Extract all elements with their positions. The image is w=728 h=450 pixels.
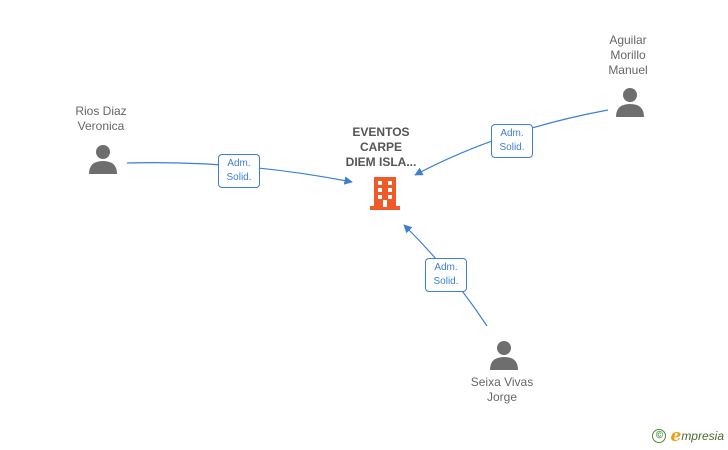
copyright-icon: © — [652, 429, 667, 443]
relation-label-seixa[interactable]: Adm. Solid. — [425, 258, 467, 292]
person-icon[interactable] — [489, 339, 519, 371]
person-name-rios[interactable]: Rios Diaz Veronica — [55, 104, 147, 134]
relation-label-aguilar[interactable]: Adm. Solid. — [491, 124, 533, 158]
relation-label-line: Adm. — [500, 128, 524, 139]
person-name-line: Morillo — [610, 48, 646, 62]
company-name-line: CARPE — [359, 140, 402, 154]
building-icon[interactable] — [369, 175, 401, 211]
brand-name: mpresia — [681, 429, 724, 443]
footer-brand: © e mpresia — [652, 426, 724, 446]
brand-initial: e — [670, 425, 682, 446]
person-icon[interactable] — [615, 86, 645, 118]
brand-logo[interactable]: e mpresia — [670, 425, 724, 446]
relation-label-line: Adm. — [227, 158, 251, 169]
person-name-aguilar[interactable]: Aguilar Morillo Manuel — [582, 33, 674, 78]
person-name-line: Manuel — [608, 63, 648, 77]
company-name-line: DIEM ISLA... — [345, 155, 417, 169]
person-name-line: Jorge — [486, 390, 518, 404]
person-name-line: Aguilar — [609, 33, 647, 47]
relation-label-rios[interactable]: Adm. Solid. — [218, 154, 260, 188]
company-name[interactable]: EVENTOS CARPE DIEM ISLA... — [335, 125, 427, 170]
person-name-line: Veronica — [77, 119, 125, 133]
relation-label-line: Solid. — [433, 276, 459, 287]
person-name-seixa[interactable]: Seixa Vivas Jorge — [456, 375, 548, 405]
person-name-line: Seixa Vivas — [470, 375, 534, 389]
relation-label-line: Solid. — [226, 172, 252, 183]
person-icon[interactable] — [88, 143, 118, 175]
person-name-line: Rios Diaz — [75, 104, 127, 118]
relation-label-line: Solid. — [499, 142, 525, 153]
company-name-line: EVENTOS — [352, 125, 410, 139]
relation-label-line: Adm. — [434, 262, 458, 273]
